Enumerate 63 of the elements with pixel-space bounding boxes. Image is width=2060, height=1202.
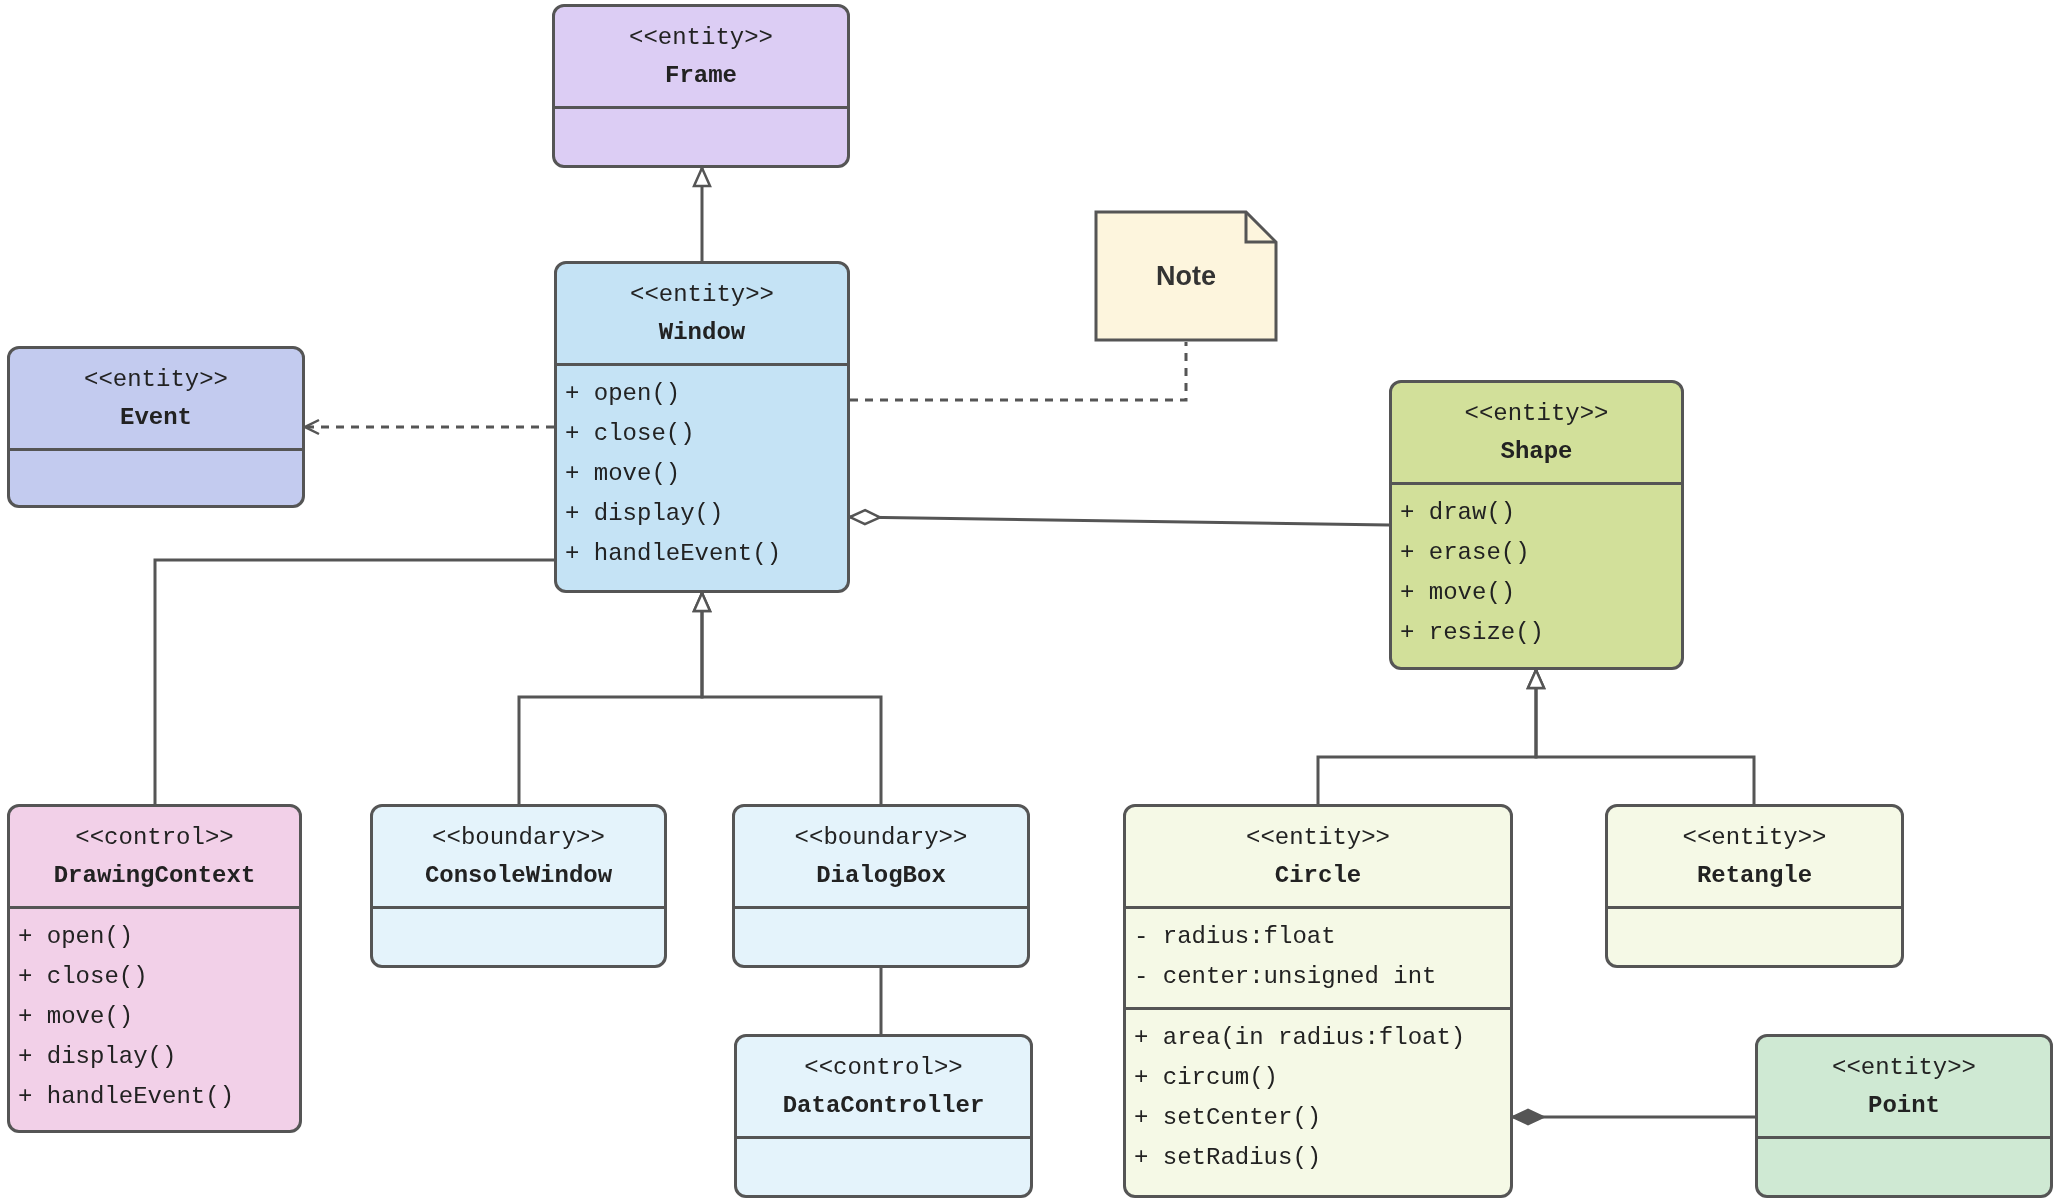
member-text: + resize() xyxy=(1400,618,1545,648)
stereotype-label: <<entity>> xyxy=(630,279,774,310)
member-text: + area(in radius:float) xyxy=(1134,1023,1466,1053)
composition-connector xyxy=(1511,1108,1755,1126)
class-name: DialogBox xyxy=(816,860,946,891)
class-name: Circle xyxy=(1274,860,1362,891)
class-name: ConsoleWindow xyxy=(424,860,613,891)
member-text: + handleEvent() xyxy=(565,539,782,569)
class-box xyxy=(370,804,667,968)
member-text: + circum() xyxy=(1134,1063,1279,1093)
class-name: Point xyxy=(1868,1090,1940,1121)
stereotype-label: <<control>> xyxy=(75,822,234,853)
member-text: + close() xyxy=(18,962,148,992)
stereotype-label: <<entity>> xyxy=(629,22,773,53)
association-line xyxy=(153,558,554,804)
class-name: DrawingContext xyxy=(53,860,256,891)
class-name: Event xyxy=(120,402,192,433)
member-text: + close() xyxy=(565,419,695,449)
stereotype-label: <<control>> xyxy=(804,1052,963,1083)
class-name: Window xyxy=(658,317,746,348)
member-text: + move() xyxy=(565,459,681,489)
stereotype-label: <<entity>> xyxy=(84,364,228,395)
dependency-arrow xyxy=(303,418,554,436)
class-box xyxy=(732,804,1030,968)
class-box xyxy=(7,346,305,508)
member-text: + setCenter() xyxy=(1134,1103,1322,1133)
note-text: Note xyxy=(1156,260,1216,292)
association-line xyxy=(879,968,883,1034)
class-box xyxy=(1389,380,1684,670)
class-name: DataController xyxy=(782,1090,985,1121)
member-text: + draw() xyxy=(1400,498,1516,528)
class-box xyxy=(734,1034,1033,1198)
member-text: + open() xyxy=(18,922,134,952)
member-text: + open() xyxy=(565,379,681,409)
class-name: Frame xyxy=(665,60,737,91)
class-box xyxy=(7,804,302,1133)
member-text: - center:unsigned int xyxy=(1134,962,1437,992)
class-name: Retangle xyxy=(1696,860,1813,891)
stereotype-label: <<boundary>> xyxy=(432,822,605,853)
member-text: + handleEvent() xyxy=(18,1082,235,1112)
class-box xyxy=(1123,804,1513,1198)
member-text: + erase() xyxy=(1400,538,1530,568)
stereotype-label: <<boundary>> xyxy=(794,822,968,853)
class-box xyxy=(1755,1034,2053,1198)
member-text: - radius:float xyxy=(1134,922,1336,952)
stereotype-label: <<entity>> xyxy=(1832,1052,1976,1083)
member-text: + move() xyxy=(18,1002,134,1032)
inheritance-arrow xyxy=(692,166,712,261)
member-text: + move() xyxy=(1400,578,1516,608)
class-box xyxy=(554,261,850,593)
dashed-connector xyxy=(850,342,1188,402)
stereotype-label: <<entity>> xyxy=(1246,822,1390,853)
class-box xyxy=(552,4,850,168)
member-text: + display() xyxy=(18,1042,177,1072)
class-box xyxy=(1605,804,1904,968)
member-text: + setRadius() xyxy=(1134,1143,1322,1173)
stereotype-label: <<entity>> xyxy=(1464,398,1609,429)
stereotype-label: <<entity>> xyxy=(1682,822,1827,853)
member-text: + display() xyxy=(565,499,724,529)
inheritance-arrow xyxy=(692,591,883,804)
class-name: Shape xyxy=(1500,436,1573,467)
inheritance-arrow xyxy=(1526,668,1756,804)
aggregation-connector xyxy=(848,508,1390,527)
